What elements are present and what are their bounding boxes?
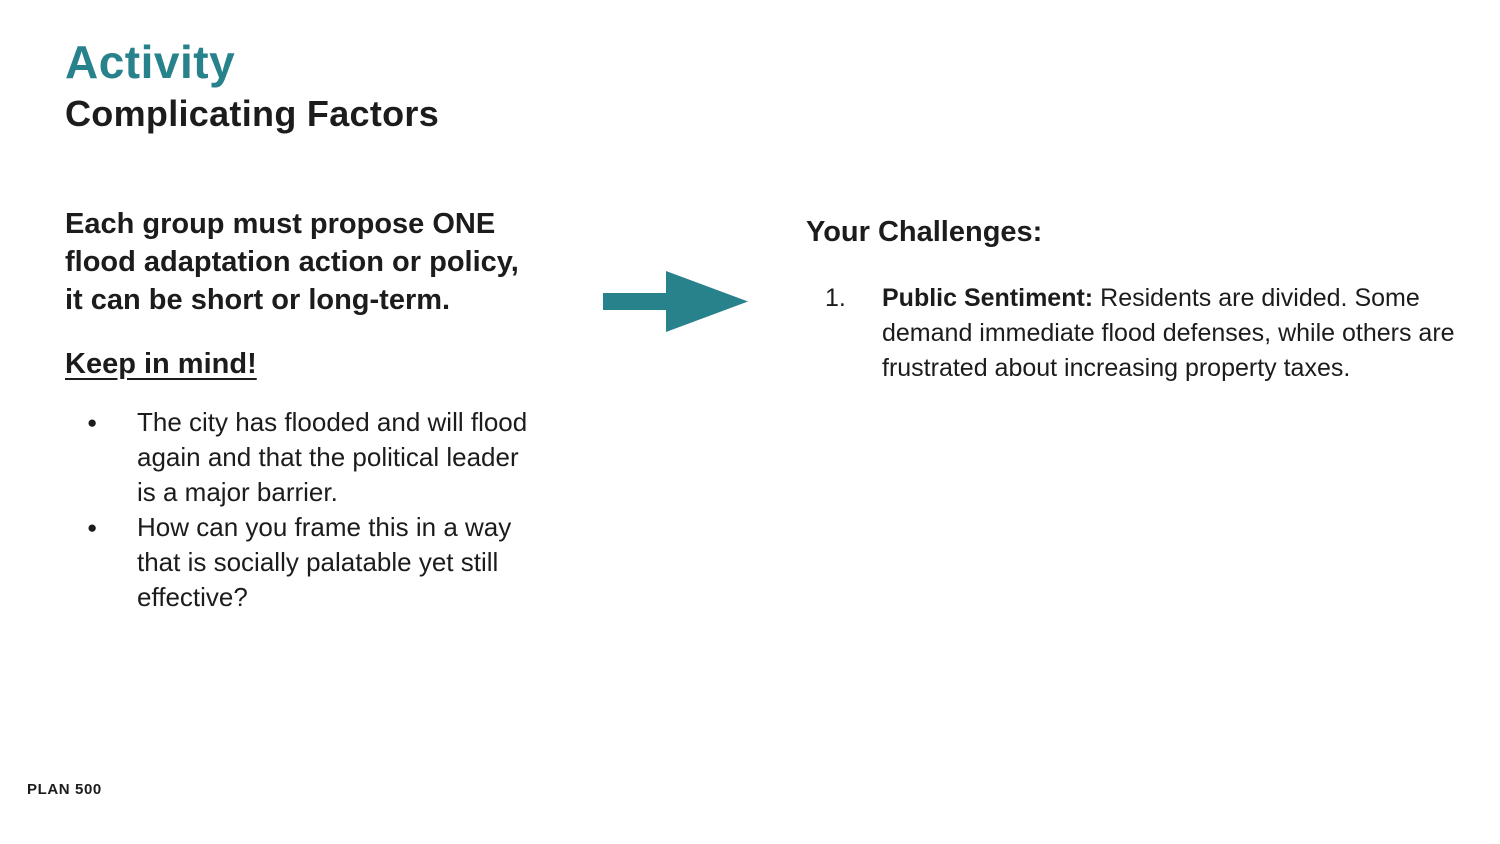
challenge-item: 1. Public Sentiment:Residents are divide…: [806, 281, 1471, 386]
list-item: ● How can you frame this in a way that i…: [65, 510, 525, 615]
slide-header: Activity Complicating Factors: [65, 36, 439, 136]
list-item-text: How can you frame this in a way that is …: [137, 512, 512, 612]
bullet-icon: ●: [87, 413, 98, 432]
challenge-text: Public Sentiment:Residents are divided. …: [882, 281, 1468, 386]
page-subtitle: Complicating Factors: [65, 93, 440, 134]
left-column: Each group must propose ONE flood adapta…: [65, 205, 527, 615]
right-arrow-icon: [603, 271, 748, 332]
right-arrow-shape: [603, 271, 748, 332]
list-item: ● The city has flooded and will flood ag…: [65, 405, 527, 510]
right-column: Your Challenges: 1. Public Sentiment:Res…: [806, 215, 1471, 386]
bullet-icon: ●: [87, 518, 98, 537]
keep-in-mind-heading: Keep in mind!: [65, 348, 257, 380]
footer-course-code: PLAN 500: [27, 781, 102, 798]
page-title: Activity: [65, 36, 236, 88]
challenge-body: Residents are divided. Some demand immed…: [882, 284, 1455, 382]
keep-in-mind-list: ● The city has flooded and will flood ag…: [65, 405, 527, 615]
challenge-label: Public Sentiment:: [882, 284, 1094, 312]
intro-paragraph: Each group must propose ONE flood adapta…: [65, 208, 519, 316]
challenge-number: 1.: [825, 284, 846, 312]
challenges-heading: Your Challenges:: [806, 216, 1043, 248]
challenges-list: 1. Public Sentiment:Residents are divide…: [806, 281, 1471, 386]
list-item-text: The city has flooded and will flood agai…: [137, 407, 528, 507]
